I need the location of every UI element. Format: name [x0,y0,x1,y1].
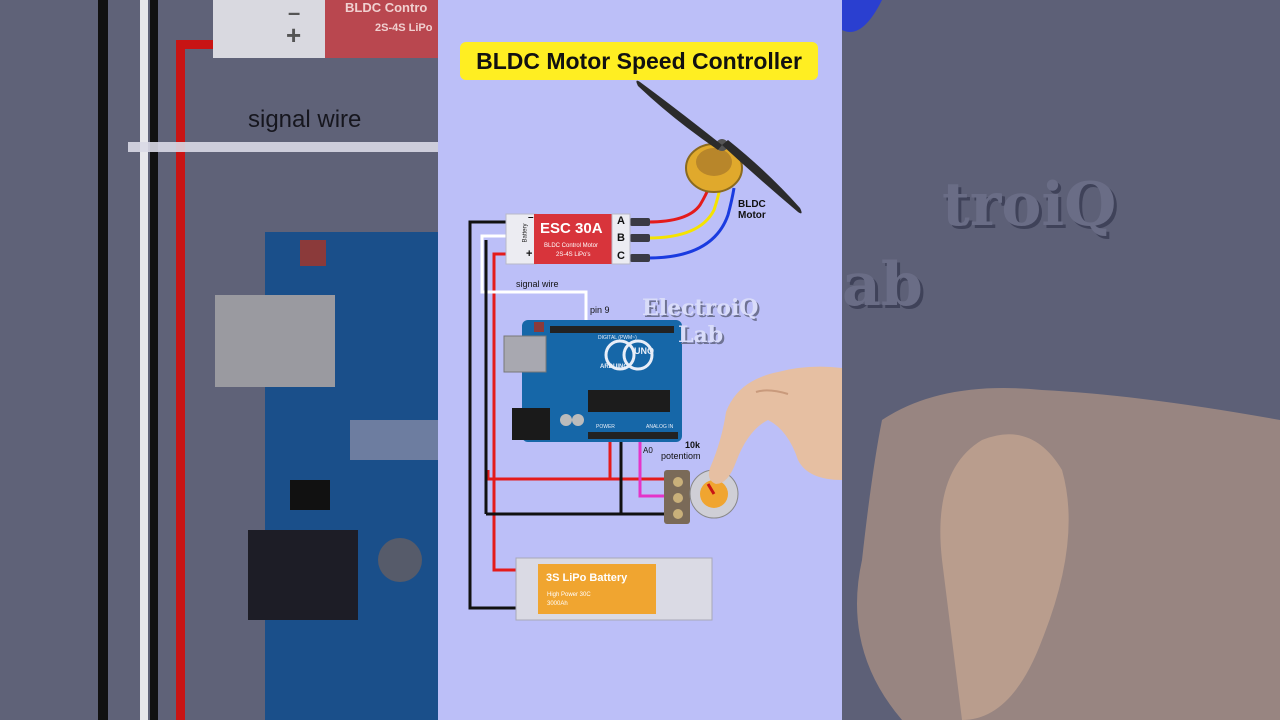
wire-phase-yellow [647,187,722,240]
esc-plus-terminal: + [526,248,533,260]
background-right-zoom: troiQ ab [842,0,1280,720]
battery-line-1: High Power 30C [547,592,591,598]
a0-label: A0 [643,446,653,455]
diagram-panel: BLDC Motor Speed Controller ESC 30A BLDC… [438,0,842,720]
arduino-brand: ARDUINO [600,364,628,370]
hand [708,366,842,484]
wire-red-esc-battery [492,252,520,572]
page-title: BLDC Motor Speed Controller [460,42,818,80]
esc-subtitle-1: BLDC Control Motor [544,243,599,249]
arduino-analog-label: ANALOG IN [646,424,674,430]
motor-label-1: BLDC [738,199,766,210]
wire-black-esc-battery [468,220,520,610]
wire-phase-red [647,184,712,224]
wire-phase-blue [647,187,736,260]
esc-phase-b: B [617,232,625,244]
esc-minus-terminal: – [528,212,534,223]
battery-name: 3S LiPo Battery [546,572,628,584]
bldc-motor [685,139,743,193]
background-left-zoom: signal wire BLDC Contro 2S-4S LiPo – + [0,0,438,720]
wire-magenta-a0 [638,440,670,498]
arduino-digital-label: DIGITAL (PWM~) [598,335,637,341]
signal-wire-label: signal wire [516,279,559,289]
background-right-art [842,0,1280,720]
pot-label-1: 10k [685,440,701,450]
background-watermark-line-1: troiQ [942,170,1117,240]
background-signal-wire-label: signal wire [248,106,362,133]
pot-label-2: potentiom [661,451,701,461]
background-esc-minus: – [288,0,301,25]
background-left-art [0,0,438,720]
motor-label-2: Motor [738,210,766,221]
background-esc-text-top: BLDC Contro [345,0,428,15]
background-esc-plus: + [286,20,302,50]
wire-white-signal [480,234,588,320]
esc-battery-label: Battery [522,223,529,243]
esc-subtitle-2: 2S-4S LiPo's [556,252,591,258]
watermark-line-2: Lab [678,322,724,348]
pin9-label: pin 9 [590,305,610,315]
arduino-power-label: POWER [596,424,615,430]
wire-red-5v-pot [486,440,612,481]
wiring-diagram [468,80,842,621]
esc-name: ESC 30A [540,220,603,237]
battery-line-2: 3000Ah [547,601,568,607]
potentiometer [664,469,739,524]
background-watermark-line-2: ab [842,250,923,320]
arduino-uno-board [503,320,682,442]
watermark-line-1: ElectroiQ [642,295,759,321]
background-esc-text-bottom: 2S-4S LiPo [375,22,433,34]
esc-module [505,213,631,265]
esc-phase-a: A [617,215,625,227]
lipo-battery [515,557,713,621]
propeller [636,80,802,214]
arduino-model: UNO [634,346,654,356]
esc-phase-c: C [617,250,625,262]
